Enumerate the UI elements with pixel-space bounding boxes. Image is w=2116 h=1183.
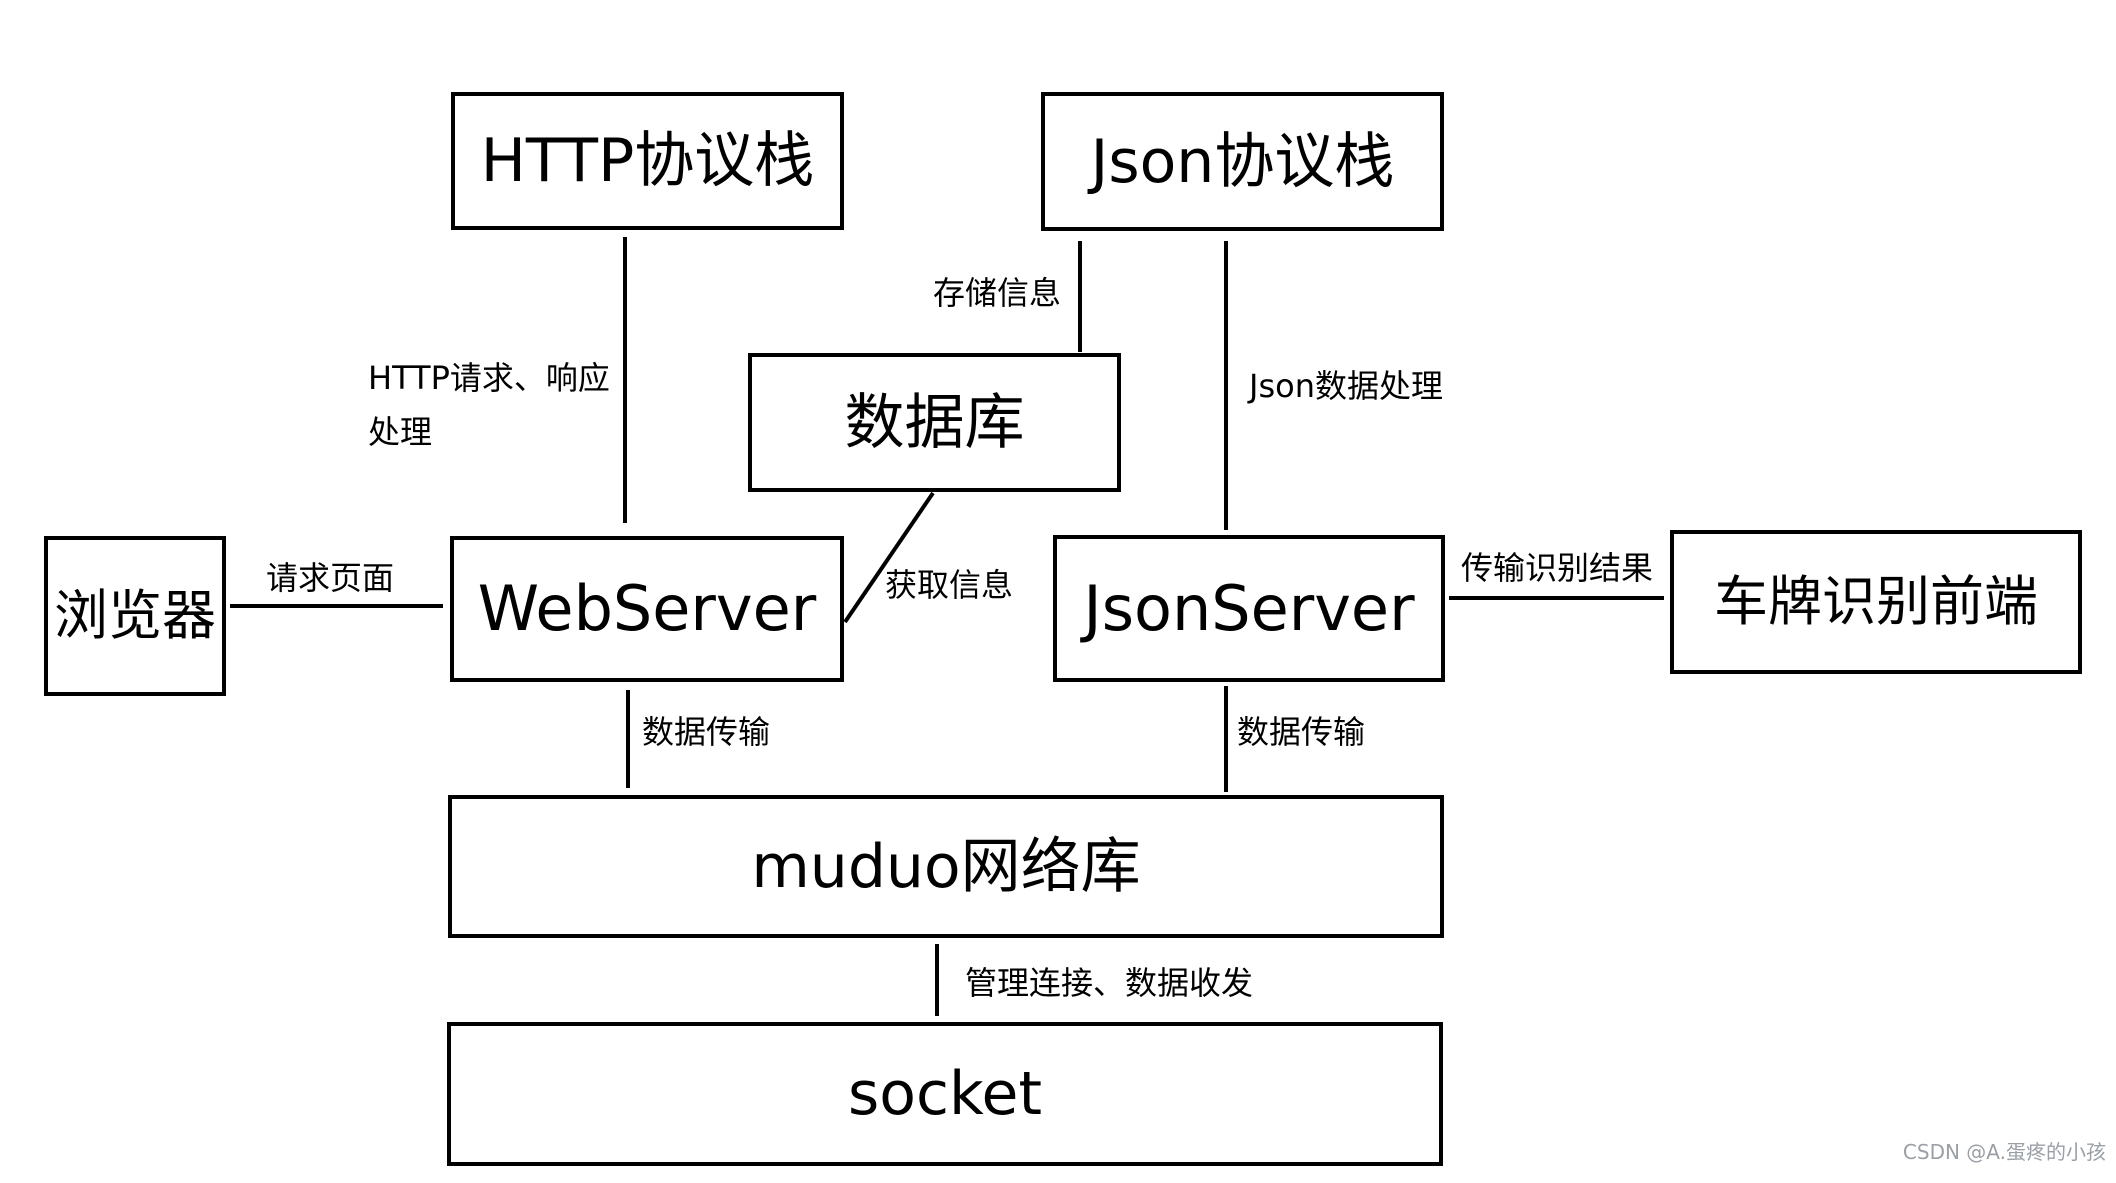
get-info-label: 获取信息	[885, 566, 1014, 604]
jsonserver-label: JsonServer	[1083, 571, 1415, 645]
csdn-watermark: CSDN @A.蛋疼的小孩	[1902, 1140, 2106, 1164]
muduo-label: muduo网络库	[751, 831, 1141, 902]
store-info-label: 存储信息	[933, 274, 1062, 312]
http-stack-box: HTTP协议栈	[451, 92, 844, 230]
json-data-transfer-label: 数据传输	[1237, 713, 1366, 751]
plate-frontend-label: 车牌识别前端	[1714, 570, 2038, 633]
plate-frontend-box: 车牌识别前端	[1670, 530, 2082, 674]
socket-box: socket	[447, 1022, 1443, 1166]
json-stack-box: Json协议栈	[1041, 92, 1444, 231]
json-processing-label: Json数据处理	[1249, 367, 1443, 405]
muduo-box: muduo网络库	[448, 795, 1444, 938]
browser-label: 浏览器	[54, 584, 216, 647]
request-page-label: 请求页面	[266, 559, 395, 597]
http-processing-label: HTTP请求、响应处理	[368, 359, 610, 451]
jsonserver-box: JsonServer	[1053, 535, 1445, 682]
http-stack-label: HTTP协议栈	[480, 126, 815, 196]
manage-connections-label: 管理连接、数据收发	[965, 964, 1254, 1002]
connector-database-webserver	[843, 491, 935, 624]
webserver-label: WebServer	[477, 572, 817, 645]
webserver-box: WebServer	[450, 536, 844, 682]
web-data-transfer-label: 数据传输	[642, 713, 771, 751]
database-label: 数据库	[844, 387, 1025, 458]
transfer-result-label: 传输识别结果	[1461, 549, 1654, 587]
browser-box: 浏览器	[44, 536, 226, 696]
database-box: 数据库	[748, 353, 1121, 492]
socket-label: socket	[847, 1059, 1042, 1129]
json-stack-label: Json协议栈	[1090, 126, 1395, 197]
